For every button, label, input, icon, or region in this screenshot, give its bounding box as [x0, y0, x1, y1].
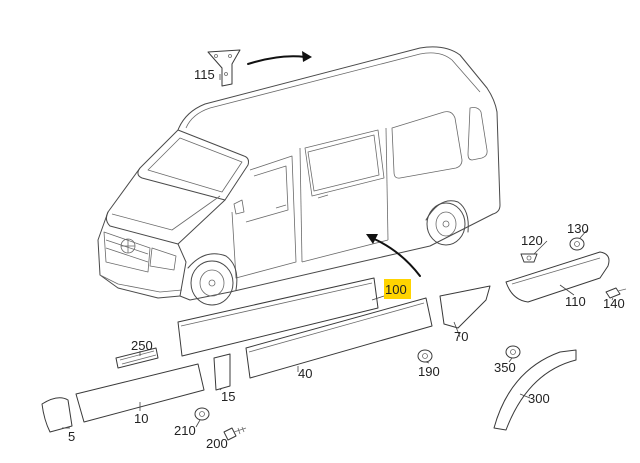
label-15[interactable]: 15: [221, 389, 235, 404]
part-115-bracket[interactable]: [207, 49, 241, 87]
part-350-clip[interactable]: [505, 345, 521, 359]
part-190-clip[interactable]: [417, 349, 433, 363]
part-100-side-moulding[interactable]: [177, 277, 379, 357]
label-40[interactable]: 40: [298, 366, 312, 381]
arrow-to-roof: [247, 55, 306, 65]
part-labels: 115 100 120 130 110 140 70 250 190 350 4…: [68, 67, 625, 451]
label-250[interactable]: 250: [131, 338, 153, 353]
arrow-to-door: [371, 237, 421, 277]
part-120-clip[interactable]: [520, 253, 538, 263]
label-190[interactable]: 190: [418, 364, 440, 379]
label-100[interactable]: 100: [385, 282, 407, 297]
part-210-washer[interactable]: [194, 407, 210, 421]
part-200-screw[interactable]: [223, 426, 247, 441]
part-300-wheel-arch[interactable]: [493, 349, 577, 431]
leader-lines: [62, 74, 614, 429]
part-250-strip[interactable]: [115, 347, 159, 369]
highlight-100: [384, 279, 411, 299]
label-130[interactable]: 130: [567, 221, 589, 236]
label-5[interactable]: 5: [68, 429, 75, 444]
label-350[interactable]: 350: [494, 360, 516, 375]
part-130-clip[interactable]: [569, 237, 585, 251]
part-15-panel[interactable]: [213, 353, 231, 391]
part-40-side-moulding[interactable]: [245, 297, 433, 379]
part-5-end-cap[interactable]: [41, 397, 73, 433]
direction-arrows: [247, 51, 421, 277]
label-70[interactable]: 70: [454, 329, 468, 344]
part-10-front-moulding[interactable]: [75, 363, 205, 423]
label-300[interactable]: 300: [528, 391, 550, 406]
label-140[interactable]: 140: [603, 296, 625, 311]
part-70-rear-trim[interactable]: [439, 285, 491, 329]
van-illustration: [97, 46, 501, 306]
label-115[interactable]: 115: [194, 67, 215, 82]
label-200[interactable]: 200: [206, 436, 228, 451]
part-110-corner-trim[interactable]: [505, 251, 610, 303]
label-210[interactable]: 210: [174, 423, 196, 438]
label-110[interactable]: 110: [565, 294, 586, 309]
label-10[interactable]: 10: [134, 411, 148, 426]
label-120[interactable]: 120: [521, 233, 543, 248]
part-140-rivet[interactable]: [605, 287, 627, 299]
